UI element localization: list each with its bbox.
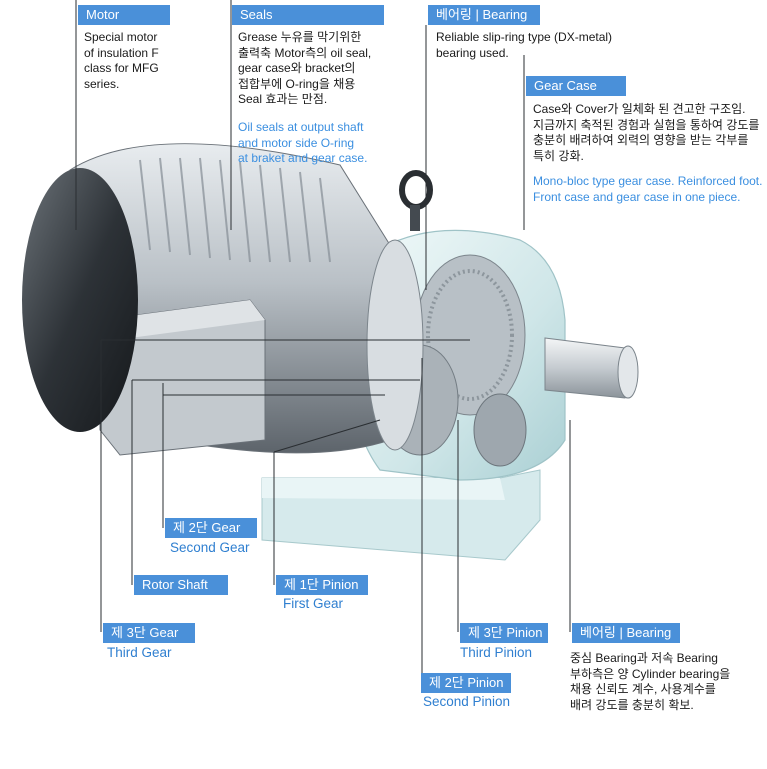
motor-desc-line: of insulation F	[84, 45, 159, 60]
seals-desc-line: 접합부에 O-ring을 채용	[238, 76, 356, 91]
bearing-bottom-desc-line: 배려 강도를 충분히 확보.	[570, 697, 694, 712]
gear-case-desc-line: Case와 Cover가 일체화 된 견고한 구조임.	[533, 102, 746, 116]
first-gear-sub: First Gear	[283, 596, 344, 611]
output-shaft	[544, 337, 639, 399]
seals-desc-line: gear case와 bracket의	[238, 61, 356, 75]
third-gear-sub: Third Gear	[107, 645, 172, 660]
gear-case-description-ko: Case와 Cover가 일체화 된 견고한 구조임. 지금까지 축적된 경험과…	[533, 102, 759, 164]
gear-case-desc-en-line: Mono-bloc type gear case. Reinforced foo…	[533, 174, 763, 188]
label-motor: Motor	[78, 5, 170, 25]
seals-description-en: Oil seals at output shaft and motor side…	[238, 120, 367, 167]
gear-wheel	[381, 254, 527, 467]
bearing-bottom-desc-line: 중심 Bearing과 저속 Bearing	[570, 651, 718, 665]
label-rotor-shaft: Rotor Shaft	[134, 575, 228, 595]
label-second-gear: 제 2단 Gear	[165, 518, 257, 538]
bracket-flange	[366, 239, 424, 451]
third-pinion-sub: Third Pinion	[460, 645, 533, 660]
motor-end-cap	[22, 168, 138, 432]
gear-case-description-en: Mono-bloc type gear case. Reinforced foo…	[533, 174, 762, 205]
second-pinion-sub: Second Pinion	[423, 694, 511, 709]
label-bearing-top: 베어링 | Bearing	[428, 5, 540, 25]
label-third-pinion: 제 3단 Pinion	[460, 623, 548, 643]
gear-case-desc-line: 충분히 배려하여 외력의 영향을 받는 각부를	[533, 133, 749, 147]
label-second-pinion: 제 2단 Pinion	[421, 673, 511, 693]
bearing-top-desc-line: Reliable slip-ring type (DX-metal)	[436, 30, 613, 44]
seals-desc-line: 출력축 Motor측의 oil seal,	[238, 45, 372, 60]
terminal-box	[99, 299, 266, 456]
label-seals: Seals	[232, 5, 384, 25]
eye-bolt	[399, 170, 433, 231]
gear-case-desc-line: 지금까지 축적된 경험과 실험을 통하여 강도를	[533, 117, 760, 132]
seals-desc-en-line: at braket and gear case.	[238, 151, 368, 165]
motor-desc-line: class for MFG	[84, 61, 159, 75]
bearing-bottom-desc-line: 채용 신뢰도 계수, 사용계수를	[570, 682, 716, 696]
bearing-top-desc-line: bearing used.	[436, 45, 509, 60]
gear-case-desc-line: 특히 강화.	[533, 148, 584, 163]
leader-lines	[75, 0, 571, 682]
gear-case-foot	[261, 469, 541, 561]
seals-desc-en-line: and motor side O-ring	[238, 135, 355, 150]
label-gear-case: Gear Case	[526, 76, 626, 96]
seals-description-ko: Grease 누유를 막기위한 출력축 Motor측의 oil seal, ge…	[238, 30, 371, 108]
gear-case-desc-en-line: Front case and gear case in one piece.	[533, 189, 741, 204]
motor-desc-line: series.	[84, 76, 120, 91]
motor-description: Special motor of insulation F class for …	[84, 30, 159, 92]
bearing-top-description: Reliable slip-ring type (DX-metal) beari…	[436, 30, 612, 61]
motor-desc-line: Special motor	[84, 30, 158, 44]
label-first-gear: 제 1단 Pinion	[276, 575, 368, 595]
label-third-gear: 제 3단 Gear	[103, 623, 195, 643]
seals-desc-en-line: Oil seals at output shaft	[238, 120, 364, 134]
second-gear-sub: Second Gear	[170, 540, 250, 555]
label-bearing-bottom: 베어링 | Bearing	[572, 623, 680, 643]
seals-desc-line: Grease 누유를 막기위한	[238, 30, 362, 44]
bearing-bottom-desc-line: 부하측은 양 Cylinder bearing을	[570, 666, 731, 681]
seals-desc-line: Seal 효과는 만점.	[238, 92, 328, 106]
bearing-bottom-description: 중심 Bearing과 저속 Bearing 부하측은 양 Cylinder b…	[570, 651, 730, 713]
